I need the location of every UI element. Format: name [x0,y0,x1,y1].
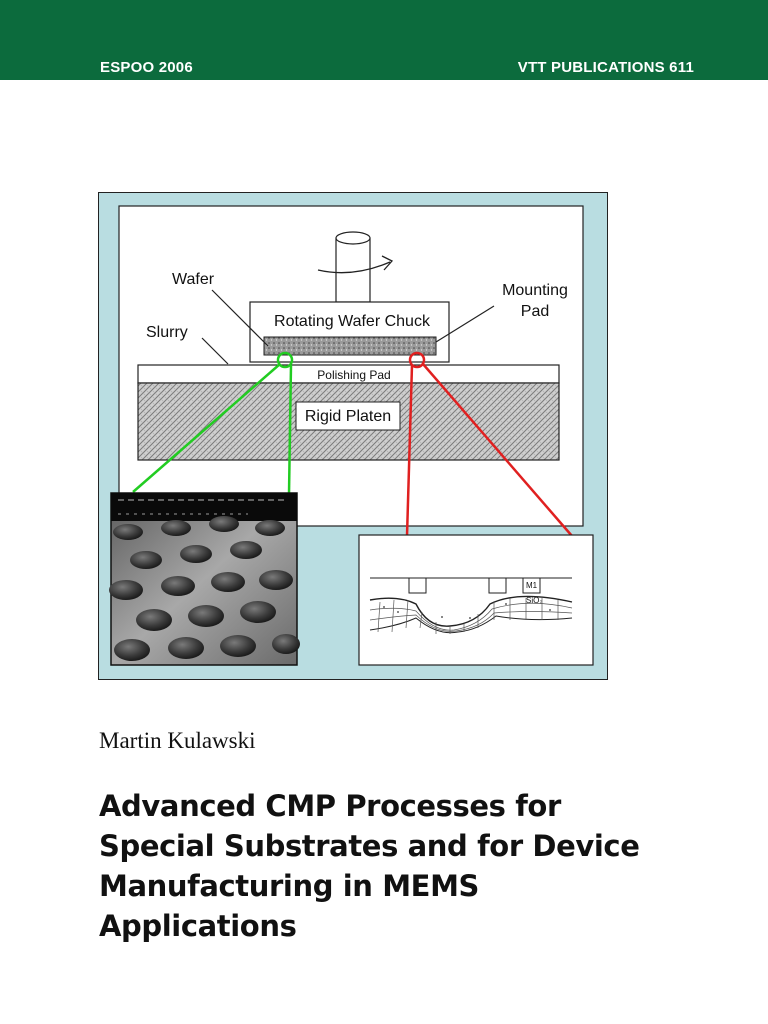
header-band: ESPOO 2006 VTT PUBLICATIONS 611 [0,0,768,80]
platen-label: Rigid Platen [305,408,391,425]
m1-label: M1 [526,581,538,590]
title-line: Advanced CMP Processes for [99,789,561,823]
wafer-label: Wafer [172,271,215,288]
header-series: VTT PUBLICATIONS 611 [517,59,694,76]
mounting-pad-label-1: Mounting [502,282,568,299]
book-title: Advanced CMP Processes for Special Subst… [99,786,719,946]
green-callout [132,351,294,495]
mounting-pad-label-2: Pad [521,303,549,320]
shaft-icon [335,231,371,303]
sem-micrograph [109,492,300,666]
title-line: Applications [99,909,297,943]
red-callout [405,351,573,537]
sio2-label: SiO₂ [526,596,542,605]
wafer [263,336,437,356]
slurry-label: Slurry [146,324,188,341]
chuck-label: Rotating Wafer Chuck [274,313,431,330]
author-name: Martin Kulawski [99,728,256,753]
title-line: Manufacturing in MEMS [99,869,480,903]
cross-section-inset: M1 SiO₂ [358,534,594,666]
polishing-pad-label: Polishing Pad [317,368,390,382]
rotation-arrow-icon [317,255,394,274]
cover-figure: Rotating Wafer Chuck Polishing Pad Rigid… [98,192,608,680]
header-place-year: ESPOO 2006 [100,59,193,76]
title-line: Special Substrates and for Device [99,829,640,863]
